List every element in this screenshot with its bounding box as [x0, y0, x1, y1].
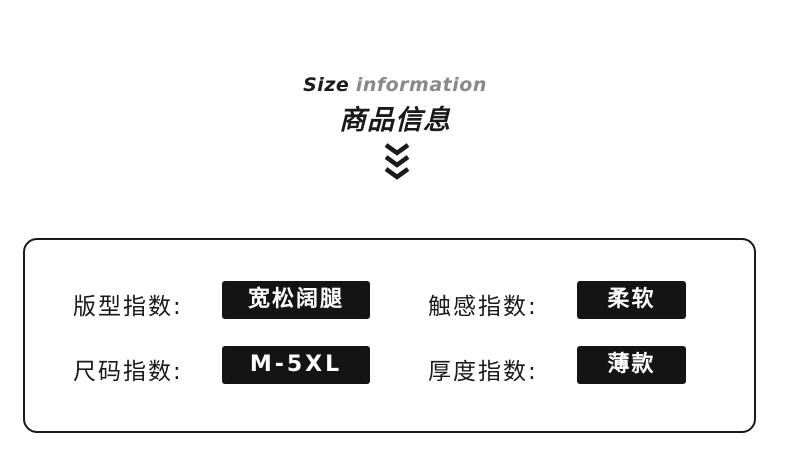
title-chinese: 商品信息: [339, 105, 451, 136]
spec-value-touch: 柔软: [577, 281, 686, 319]
spec-value-thickness: 薄款: [577, 346, 686, 384]
spec-label-touch: 触感指数:: [428, 294, 538, 320]
spec-item-size: 尺码指数: M-5XL: [73, 346, 373, 386]
title-english-size: Size: [303, 74, 350, 96]
spec-item-touch: 触感指数: 柔软: [428, 281, 698, 321]
spec-card: 版型指数: 宽松阔腿 触感指数: 柔软 尺码指数: M-5XL 厚度指数: 薄款: [23, 238, 756, 433]
spec-value-fit: 宽松阔腿: [222, 281, 370, 319]
title-english: Size information: [0, 74, 790, 96]
spec-label-fit: 版型指数:: [73, 294, 183, 320]
spec-value-size: M-5XL: [222, 346, 370, 384]
spec-label-size: 尺码指数:: [73, 359, 183, 385]
spec-item-thickness: 厚度指数: 薄款: [428, 346, 698, 386]
spec-label-thickness: 厚度指数:: [428, 359, 538, 385]
triple-chevron-down-icon: [384, 143, 410, 180]
spec-item-fit: 版型指数: 宽松阔腿: [73, 281, 373, 321]
title-english-information: information: [355, 74, 487, 96]
